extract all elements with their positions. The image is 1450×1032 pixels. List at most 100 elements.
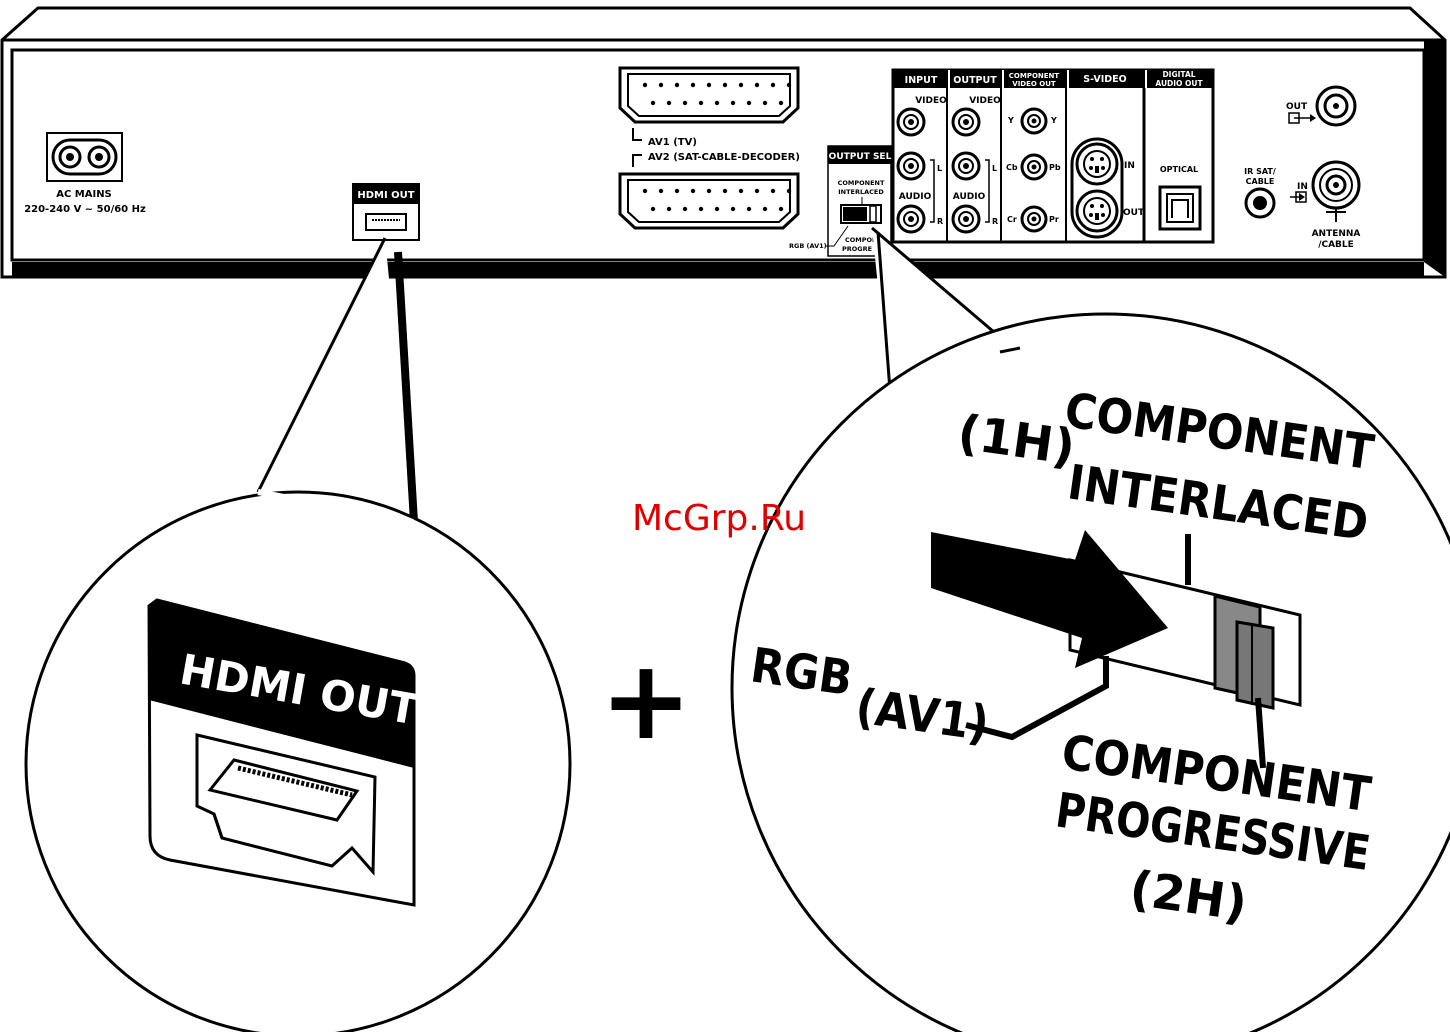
ac-mains-label: AC MAINS: [56, 189, 112, 200]
scart-pin: [658, 188, 664, 194]
output-select-block: [826, 145, 892, 257]
output-sel-label: OUTPUT SEL: [829, 152, 892, 162]
rca-jack: [1020, 153, 1048, 181]
scart-pin: [746, 206, 752, 212]
scart-pin: [770, 82, 776, 88]
s-video-out-label: OUT: [1123, 208, 1145, 218]
ir-sat-jack: [1244, 187, 1276, 219]
scart-pin: [770, 188, 776, 194]
scart-pin: [738, 82, 744, 88]
component-video-out-header-1: COMPONENT: [1009, 72, 1060, 80]
rf-arrow-out-icon: [1288, 112, 1316, 124]
switch-progre-label: PROGRE: [842, 245, 872, 253]
switch-component-label: COMPONENT: [838, 179, 885, 187]
av1-label: AV1 (TV): [648, 137, 697, 148]
rca-jack: [951, 204, 981, 234]
ir-sat-label-2: CABLE: [1246, 177, 1275, 186]
scart-av2: [618, 172, 800, 230]
scart-pin: [682, 100, 688, 106]
rca-jack: [1020, 205, 1048, 233]
scart-pin: [778, 206, 784, 212]
rca-jack: [896, 107, 926, 137]
antenna-out-label: OUT: [1286, 102, 1308, 112]
s-video-in-label: IN: [1124, 161, 1135, 171]
output-r-label: R: [992, 217, 998, 226]
output-select-zoom-callout: [730, 226, 1450, 1032]
antenna-in-connector: [1311, 160, 1361, 222]
scart-pin: [698, 206, 704, 212]
digital-audio-out-header-2: AUDIO OUT: [1155, 79, 1203, 88]
scart-pin: [762, 100, 768, 106]
rca-jack: [951, 151, 981, 181]
scart-pin: [642, 188, 648, 194]
scart-pin: [690, 188, 696, 194]
scart-av1: [618, 66, 800, 124]
s-video-jacks: [1070, 137, 1124, 239]
input-video-label: VIDEO: [915, 96, 947, 106]
antenna-in-label: IN: [1297, 182, 1308, 192]
rf-arrow-in-icon: [1290, 191, 1307, 203]
s-video-header: S-VIDEO: [1083, 74, 1126, 85]
scart-pin: [754, 188, 760, 194]
scart-pin: [778, 100, 784, 106]
scart-pin: [674, 188, 680, 194]
ac-mains-socket: [46, 132, 123, 182]
av2-label: AV2 (SAT-CABLE-DECODER): [648, 152, 800, 163]
component-video-out-header-2: VIDEO OUT: [1012, 80, 1056, 88]
scart-pin: [730, 100, 736, 106]
component-pb-label: Pb: [1049, 163, 1061, 172]
scart-pin: [682, 206, 688, 212]
switch-interlaced-label: INTERLACED: [838, 188, 884, 196]
hdmi-zoom-callout: [24, 237, 572, 1032]
scart-pin: [786, 188, 792, 194]
component-pr-label: Pr: [1049, 215, 1059, 224]
hdmi-out-port: [352, 183, 420, 241]
input-audio-label: AUDIO: [899, 192, 932, 202]
antenna-out-connector: [1315, 85, 1357, 127]
scart-pin: [690, 82, 696, 88]
scart-pin: [714, 100, 720, 106]
scart-pin: [642, 82, 648, 88]
ir-sat-label-1: IR SAT/: [1244, 167, 1276, 176]
scart-av2-pins: [642, 188, 792, 212]
scart-pin: [658, 82, 664, 88]
plus-sign: +: [600, 636, 692, 764]
scart-av1-pins: [642, 82, 792, 106]
scart-pin: [786, 82, 792, 88]
antenna-cable-label-2: /CABLE: [1318, 240, 1354, 250]
scart-pin: [722, 188, 728, 194]
scart-pin: [730, 206, 736, 212]
rca-jack: [896, 151, 926, 181]
scart-pin: [762, 206, 768, 212]
output-l-label: L: [992, 164, 997, 173]
component-cr-label: Cr: [1007, 215, 1017, 224]
switch-compon-label: COMPON: [845, 236, 878, 244]
component-cb-label: Cb: [1006, 163, 1018, 172]
scart-pin: [706, 82, 712, 88]
output-header: OUTPUT: [953, 75, 997, 86]
hdmi-out-panel-label: HDMI OUT: [357, 190, 414, 201]
optical-label: OPTICAL: [1160, 165, 1198, 174]
device-back-panel: [0, 6, 1447, 279]
scart-pin: [674, 82, 680, 88]
input-header: INPUT: [905, 75, 938, 86]
rca-jack: [1020, 107, 1048, 135]
watermark: McGrp.Ru: [632, 498, 806, 539]
scart-pin: [722, 82, 728, 88]
scart-pin: [698, 100, 704, 106]
input-l-label: L: [937, 164, 942, 173]
antenna-cable-label-1: ANTENNA: [1312, 229, 1361, 239]
output-video-label: VIDEO: [969, 96, 1001, 106]
switch-rgb-label: RGB (AV1): [789, 242, 827, 250]
ac-voltage-label: 220-240 V ~ 50/60 Hz: [24, 204, 146, 215]
scart-pin: [706, 188, 712, 194]
component-y-label-right: Y: [1050, 116, 1057, 125]
scart-pin: [666, 206, 672, 212]
scart-pin: [650, 206, 656, 212]
optical-port: [1158, 185, 1202, 231]
scart-pin: [650, 100, 656, 106]
digital-audio-out-header-1: DIGITAL: [1162, 70, 1195, 79]
output-audio-label: AUDIO: [953, 192, 986, 202]
rca-jack: [896, 204, 926, 234]
